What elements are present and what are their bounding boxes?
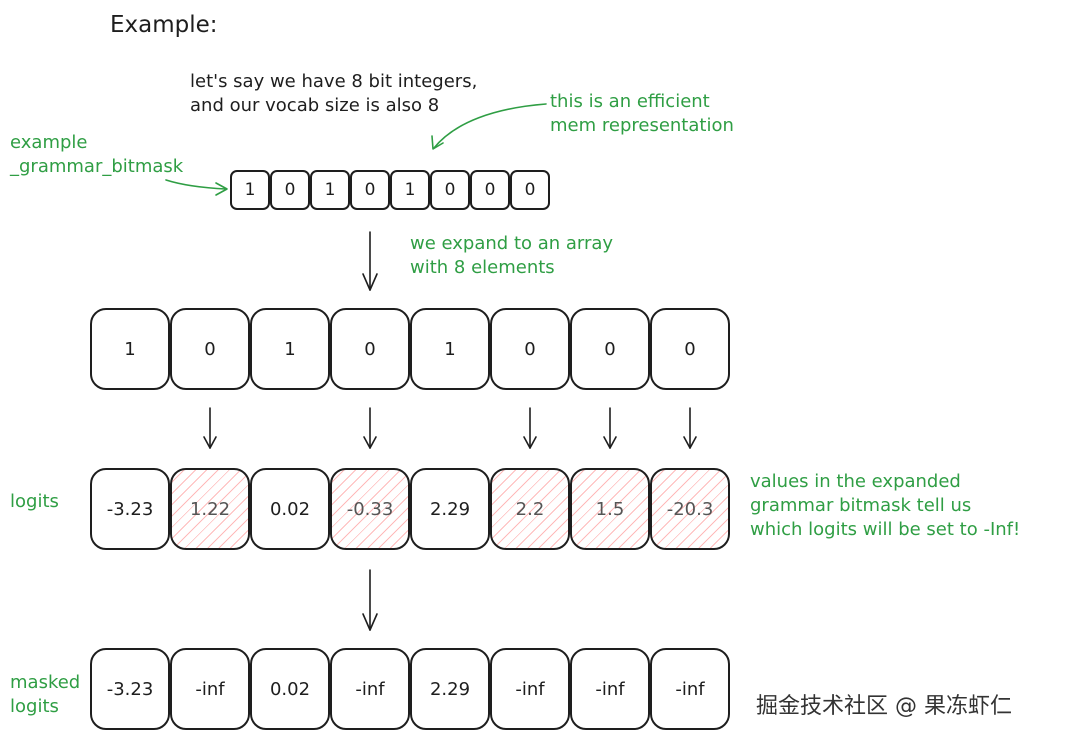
apply-mask-arrowhead	[362, 613, 378, 631]
masked-logit-cell: 2.29	[410, 648, 490, 730]
logit-cell: -3.23	[90, 468, 170, 550]
masked-logit-cell: -inf	[570, 648, 650, 730]
efficient-representation-note: this is an efficient mem representation	[550, 91, 734, 136]
mask-arrowhead	[523, 436, 537, 449]
expanded-bit-cell: 0	[650, 308, 730, 390]
packed-bit-cell: 0	[350, 170, 390, 210]
intro-note: let's say we have 8 bit integers, and ou…	[190, 71, 478, 116]
expanded-bit-cell: 0	[490, 308, 570, 390]
logit-cell-masked: -0.33	[330, 468, 410, 550]
logit-cell-masked: 2.2	[490, 468, 570, 550]
expanded-bit-cell: 1	[90, 308, 170, 390]
masked-logit-cell: 0.02	[250, 648, 330, 730]
expand-arrowhead	[362, 273, 378, 291]
expand-note: we expand to an array with 8 elements	[410, 233, 614, 278]
mask-arrowhead	[203, 436, 217, 449]
bitmask-label: example _grammar_bitmask	[10, 132, 184, 177]
masked-logit-cell: -inf	[650, 648, 730, 730]
packed-bit-cell: 0	[470, 170, 510, 210]
logit-cell: 0.02	[250, 468, 330, 550]
mask-arrowhead	[603, 436, 617, 449]
packed-bit-cell: 1	[230, 170, 270, 210]
masked-logits-label: masked logits	[10, 672, 81, 717]
bitmask-label-arrowhead	[215, 182, 228, 196]
packed-bit-cell: 1	[390, 170, 430, 210]
masked-logit-cell: -inf	[490, 648, 570, 730]
logit-cell: 2.29	[410, 468, 490, 550]
mask-arrowhead	[363, 436, 377, 449]
expanded-bit-cell: 1	[250, 308, 330, 390]
logit-cell-masked: 1.22	[170, 468, 250, 550]
values-note: values in the expanded grammar bitmask t…	[750, 471, 1021, 540]
logits-label: logits	[10, 491, 59, 512]
mask-arrowhead	[683, 436, 697, 449]
logit-cell-masked: -20.3	[650, 468, 730, 550]
efficient-note-arrowhead	[431, 135, 444, 150]
example-title: Example:	[110, 12, 218, 38]
packed-bit-cell: 1	[310, 170, 350, 210]
expanded-bit-cell: 1	[410, 308, 490, 390]
masked-logit-cell: -inf	[330, 648, 410, 730]
expanded-bit-cell: 0	[330, 308, 410, 390]
packed-bit-cell: 0	[510, 170, 550, 210]
masked-logit-cell: -3.23	[90, 648, 170, 730]
watermark: 掘金技术社区 @ 果冻虾仁	[756, 694, 1012, 719]
bitmask-label-arrow	[165, 179, 227, 190]
expanded-bit-cell: 0	[570, 308, 650, 390]
packed-bit-cell: 0	[270, 170, 310, 210]
packed-bit-cell: 0	[430, 170, 470, 210]
logit-cell-masked: 1.5	[570, 468, 650, 550]
masked-logit-cell: -inf	[170, 648, 250, 730]
expanded-bit-cell: 0	[170, 308, 250, 390]
